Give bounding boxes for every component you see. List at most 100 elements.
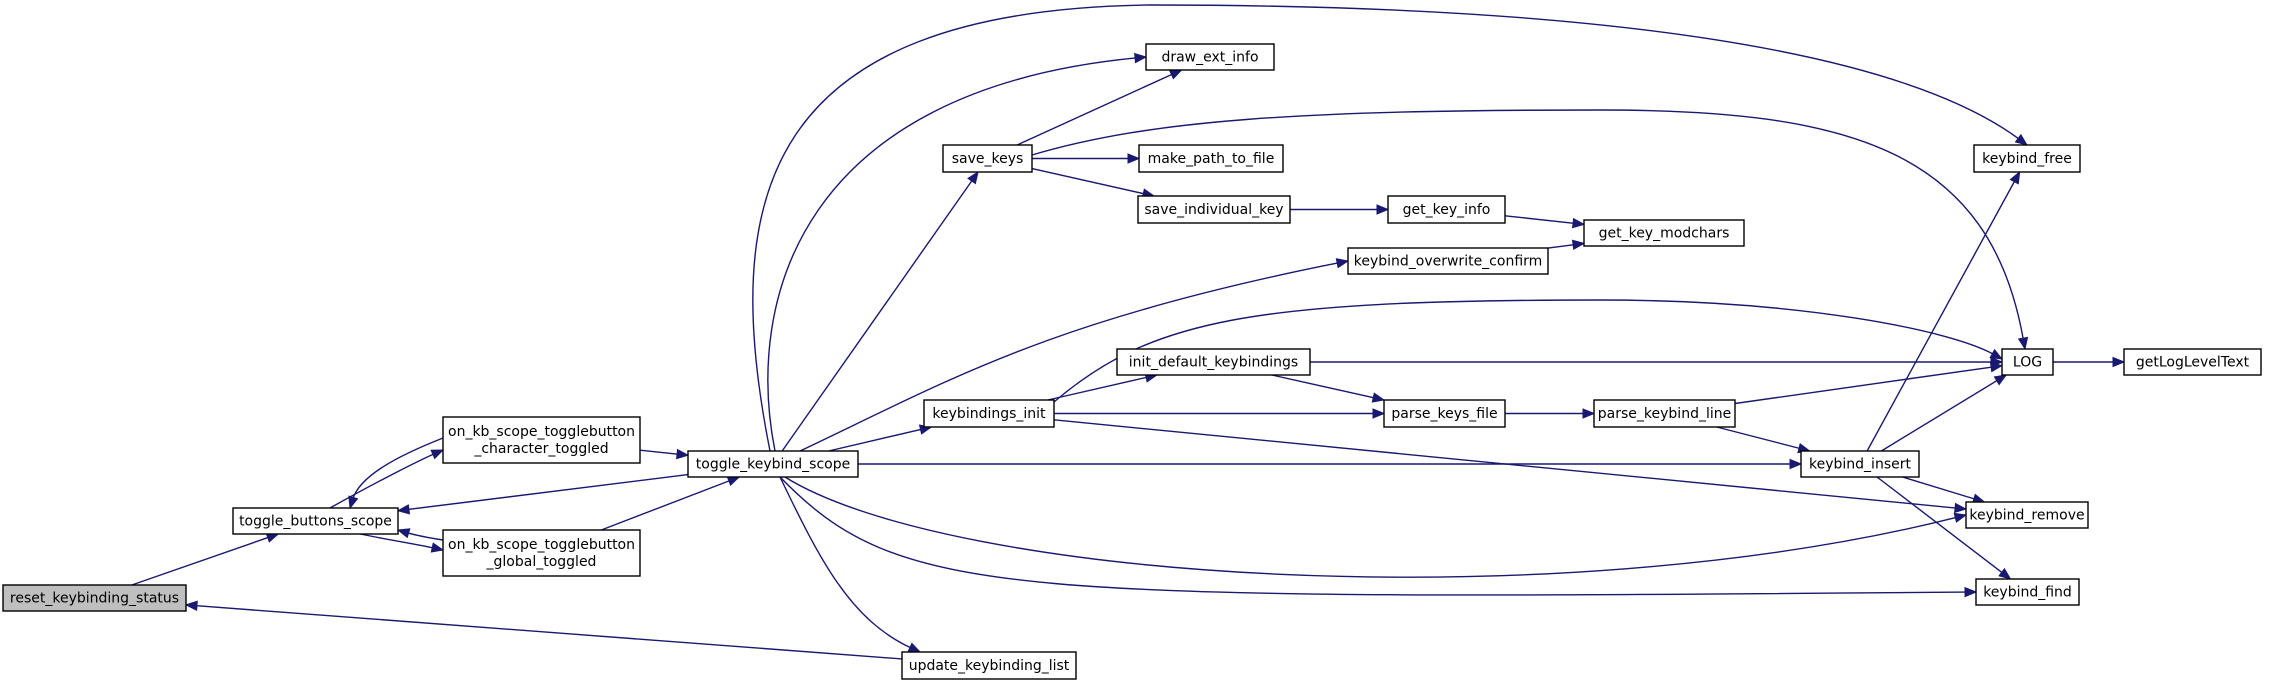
node-box bbox=[442, 529, 641, 577]
node-box bbox=[232, 507, 399, 535]
edge-parse_keys_file-to-parse_keybind_line-arrowhead bbox=[1582, 408, 1596, 419]
node-label: parse_keybind_line bbox=[1598, 406, 1731, 422]
edge-toggle_keybind_scope-to-keybind_overwrite_confirm-arrowhead bbox=[1335, 258, 1350, 269]
edge-update_keybinding_list-to-reset_keybinding_status-line bbox=[194, 604, 903, 660]
node-label: on_kb_scope_togglebutton bbox=[448, 424, 635, 440]
node-box bbox=[1347, 247, 1549, 275]
node-box bbox=[1973, 144, 2081, 173]
node-box bbox=[942, 144, 1033, 173]
node-label: make_path_to_file bbox=[1148, 151, 1275, 167]
node-box bbox=[1145, 43, 1275, 71]
node-box bbox=[2, 584, 187, 612]
node-label: parse_keys_file bbox=[1391, 406, 1497, 422]
node-make-path-to-file[interactable]: make_path_to_file bbox=[1138, 144, 1284, 173]
node-label: reset_keybinding_status bbox=[10, 590, 179, 606]
edge-parse_keybind_line-to-LOG-arrowhead bbox=[1989, 362, 2004, 373]
node-label: init_default_keybindings bbox=[1129, 354, 1298, 370]
node-box bbox=[1583, 219, 1745, 247]
edge-toggle_keybind_scope-to-keybind_remove bbox=[784, 476, 1968, 578]
edge-save_keys-to-draw_ext_info bbox=[1016, 69, 1183, 146]
node-box bbox=[1137, 195, 1291, 224]
node-keybind-insert[interactable]: keybind_insert bbox=[1800, 450, 1920, 478]
node-box bbox=[1138, 144, 1284, 173]
edge-toggle_keybind_scope-to-keybind_remove-line bbox=[784, 476, 1958, 578]
edge-save_keys-to-save_individual_key-line bbox=[1031, 167, 1146, 195]
node-box bbox=[1965, 501, 2089, 529]
edge-get_key_info-to-get_key_modchars-line bbox=[1504, 215, 1576, 225]
node-keybind-overwrite-confirm[interactable]: keybind_overwrite_confirm bbox=[1347, 247, 1549, 275]
node-get-key-modchars[interactable]: get_key_modchars bbox=[1583, 219, 1745, 247]
edge-toggle_keybind_scope-to-keybind_free-line bbox=[752, 4, 2021, 452]
node-init-default-keybindings[interactable]: init_default_keybindings bbox=[1116, 348, 1311, 376]
node-box bbox=[1116, 348, 1311, 376]
node-parse-keys-file[interactable]: parse_keys_file bbox=[1383, 399, 1506, 428]
edge-toggle_buttons_scope-to-on_glob-arrowhead bbox=[430, 542, 445, 553]
node-get-key-info[interactable]: get_key_info bbox=[1387, 195, 1506, 224]
node-toggle-keybind-scope[interactable]: toggle_keybind_scope bbox=[687, 450, 859, 478]
node-label: on_kb_scope_togglebutton bbox=[448, 537, 635, 553]
edge-keybind_insert-to-LOG bbox=[1880, 374, 2008, 452]
edge-toggle_buttons_scope-to-on_char-arrowhead bbox=[430, 449, 445, 460]
node-label: get_key_info bbox=[1403, 202, 1491, 218]
edge-keybindings_init-to-init_default_keybindings-line bbox=[1047, 376, 1149, 401]
edge-on_glob-to-toggle_buttons_scope-arrowhead bbox=[396, 528, 411, 539]
node-label: keybind_insert bbox=[1809, 456, 1911, 472]
edge-keybindings_init-to-LOG-line bbox=[1053, 299, 1995, 403]
edge-save_keys-to-save_individual_key bbox=[1031, 167, 1156, 199]
node-keybind-remove[interactable]: keybind_remove bbox=[1965, 501, 2089, 529]
edge-keybind_overwrite_confirm-to-get_key_modchars-arrowhead bbox=[1571, 239, 1586, 251]
node-box bbox=[901, 651, 1077, 680]
node-box bbox=[687, 450, 859, 478]
edge-get_key_info-to-get_key_modchars-arrowhead bbox=[1572, 217, 1586, 229]
node-on-glob[interactable]: on_kb_scope_togglebutton_global_toggled bbox=[442, 529, 641, 577]
node-label: keybind_remove bbox=[1969, 507, 2084, 523]
edge-init_default_keybindings-to-parse_keys_file-arrowhead bbox=[1371, 392, 1386, 403]
edge-toggle_keybind_scope-to-keybind_free bbox=[752, 4, 2029, 452]
node-parse-keybind-line[interactable]: parse_keybind_line bbox=[1593, 399, 1736, 428]
edge-keybind_insert-to-keybind_remove-line bbox=[1902, 476, 1977, 501]
edge-reset_keybinding_status-to-toggle_buttons_scope-line bbox=[131, 536, 270, 586]
node-label: get_key_modchars bbox=[1599, 225, 1730, 241]
edge-toggle_keybind_scope-to-keybindings_init-line bbox=[828, 428, 923, 452]
edge-toggle_keybind_scope-to-keybindings_init bbox=[828, 424, 933, 452]
node-LOG[interactable]: LOG bbox=[2001, 348, 2054, 376]
node-save-individual-key[interactable]: save_individual_key bbox=[1137, 195, 1291, 224]
edge-toggle_keybind_scope-to-toggle_buttons_scope-line bbox=[406, 473, 689, 511]
edge-toggle_keybind_scope-to-update_keybinding_list-line bbox=[779, 476, 913, 649]
edge-toggle_keybind_scope-to-keybind_find-line bbox=[779, 476, 1968, 596]
edge-keybind_insert-to-keybind_find-arrowhead bbox=[1998, 567, 2012, 580]
edge-toggle_keybind_scope-to-draw_ext_info-line bbox=[767, 57, 1138, 452]
edge-parse_keys_file-to-parse_keybind_line bbox=[1505, 408, 1596, 419]
edge-parse_keybind_line-to-LOG bbox=[1734, 362, 2004, 405]
edge-toggle_keybind_scope-to-keybind_insert-arrowhead bbox=[1789, 458, 1803, 470]
edge-on_char-to-toggle_buttons_scope bbox=[348, 437, 444, 510]
edge-init_default_keybindings-to-LOG bbox=[1310, 356, 2004, 368]
edge-on_glob-to-toggle_keybind_scope-arrowhead bbox=[726, 476, 741, 487]
edge-keybind_insert-to-LOG-arrowhead bbox=[1993, 374, 2008, 386]
edge-toggle_keybind_scope-to-update_keybinding_list bbox=[779, 476, 922, 653]
node-keybind-free[interactable]: keybind_free bbox=[1973, 144, 2081, 173]
edge-keybindings_init-to-LOG bbox=[1053, 299, 2004, 403]
edge-save_keys-to-LOG bbox=[1031, 109, 2029, 351]
node-keybind-find[interactable]: keybind_find bbox=[1975, 578, 2080, 606]
edge-toggle_keybind_scope-to-save_keys-line bbox=[781, 178, 974, 452]
node-save-keys[interactable]: save_keys bbox=[942, 144, 1033, 173]
edge-keybind_overwrite_confirm-to-get_key_modchars bbox=[1547, 239, 1586, 251]
node-update-keybinding-list[interactable]: update_keybinding_list bbox=[901, 651, 1077, 680]
edge-update_keybinding_list-to-reset_keybinding_status-arrowhead bbox=[184, 600, 198, 611]
node-keybindings-init[interactable]: keybindings_init bbox=[923, 399, 1055, 428]
node-toggle-buttons-scope[interactable]: toggle_buttons_scope bbox=[232, 507, 399, 535]
node-on-char[interactable]: on_kb_scope_togglebutton_character_toggl… bbox=[442, 416, 641, 464]
edge-init_default_keybindings-to-parse_keys_file-line bbox=[1271, 374, 1376, 399]
edge-toggle_keybind_scope-to-save_keys-arrowhead bbox=[967, 170, 979, 185]
edge-parse_keybind_line-to-keybind_insert bbox=[1716, 426, 1811, 454]
edge-toggle_keybind_scope-to-keybind_overwrite_confirm bbox=[799, 258, 1350, 452]
node-reset-keybinding-status[interactable]: reset_keybinding_status bbox=[2, 584, 187, 612]
node-label: _global_toggled bbox=[486, 554, 597, 570]
node-draw-ext-info[interactable]: draw_ext_info bbox=[1145, 43, 1275, 71]
node-getLogLevelText[interactable]: getLogLevelText bbox=[2123, 348, 2262, 376]
edge-save_individual_key-to-get_key_info bbox=[1290, 204, 1390, 215]
edge-save_keys-to-draw_ext_info-line bbox=[1016, 73, 1174, 146]
node-label: keybind_overwrite_confirm bbox=[1354, 253, 1543, 269]
